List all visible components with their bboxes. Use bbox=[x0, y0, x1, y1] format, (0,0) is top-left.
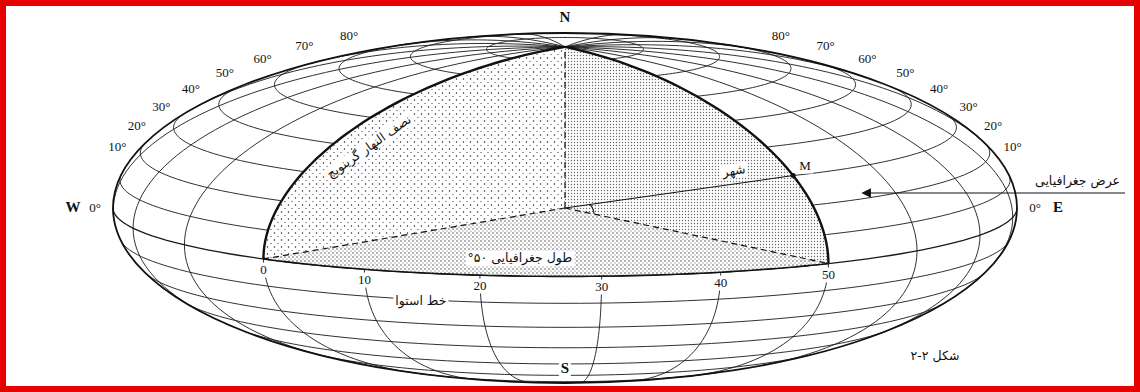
figure-caption: شکل ۲-۲ bbox=[909, 349, 962, 363]
latitude-label: 80° bbox=[338, 28, 360, 43]
radius-line bbox=[565, 208, 828, 264]
latitude-label: 50° bbox=[894, 66, 916, 81]
meridian-plane bbox=[565, 47, 828, 264]
prime-meridian-plane bbox=[263, 47, 565, 259]
direction-letter: N bbox=[558, 9, 573, 26]
cutaway-mask bbox=[263, 47, 828, 276]
latitude-label: 0° bbox=[1027, 201, 1043, 216]
longitude-label: 0 bbox=[258, 262, 269, 277]
longitude-label: 20 bbox=[471, 279, 488, 294]
grid-line bbox=[565, 47, 828, 376]
latitude-label: 20° bbox=[982, 119, 1004, 134]
direction-letter: W bbox=[64, 199, 83, 216]
longitude-label: 30 bbox=[593, 280, 610, 295]
latitude-label: 70° bbox=[293, 39, 315, 54]
latitude-label: 10° bbox=[1002, 140, 1024, 155]
grid-line bbox=[565, 38, 681, 47]
globe-outline bbox=[113, 33, 1017, 383]
latitude-label: 40° bbox=[928, 82, 950, 97]
latitude-label: 0° bbox=[87, 201, 103, 216]
city-dot bbox=[791, 173, 796, 178]
latitude-label: 20° bbox=[126, 119, 148, 134]
grid-line bbox=[184, 47, 565, 355]
grid-line bbox=[113, 208, 1017, 276]
longitude-label: 10 bbox=[356, 273, 373, 288]
longitude-label: 40 bbox=[712, 276, 729, 291]
axis-line bbox=[564, 47, 565, 208]
latitude-label: 70° bbox=[815, 39, 837, 54]
latitude-label: 50° bbox=[214, 66, 236, 81]
latitude-label: 60° bbox=[856, 51, 878, 66]
section-edges bbox=[263, 47, 828, 276]
cutaway bbox=[263, 47, 828, 276]
grid-line bbox=[565, 35, 629, 47]
meridian-arc bbox=[565, 47, 828, 264]
grid-line bbox=[189, 305, 942, 348]
meridian-label: نصف النهار گرینویچ bbox=[323, 112, 416, 184]
latitude-label: 30° bbox=[957, 100, 979, 115]
latitude-label: 40° bbox=[180, 82, 202, 97]
section-planes bbox=[263, 47, 828, 276]
grid-line bbox=[147, 274, 984, 327]
longitude-callout: طول جغرافیایی ۵۰° bbox=[466, 251, 575, 265]
grid-line bbox=[565, 47, 980, 336]
latitude-callout: عرض جغرافیایی bbox=[1033, 174, 1122, 188]
meridian-arc bbox=[263, 47, 565, 259]
city-label: شهر bbox=[720, 162, 749, 180]
equator-label: خط استوا bbox=[393, 294, 448, 308]
latitude-label: 10° bbox=[106, 140, 128, 155]
graticule bbox=[113, 33, 1017, 383]
grid-line bbox=[263, 47, 565, 373]
point-label: M bbox=[797, 158, 813, 173]
angle-arc bbox=[590, 204, 594, 214]
direction-letter: S bbox=[559, 360, 571, 377]
direction-letter: E bbox=[1051, 199, 1065, 216]
leader-line bbox=[870, 192, 1125, 193]
latitude-label: 30° bbox=[150, 100, 172, 115]
radius-line bbox=[565, 176, 793, 208]
longitude-label: 50 bbox=[820, 267, 837, 282]
latitude-label: 60° bbox=[252, 51, 274, 66]
latitude-label: 80° bbox=[770, 28, 792, 43]
